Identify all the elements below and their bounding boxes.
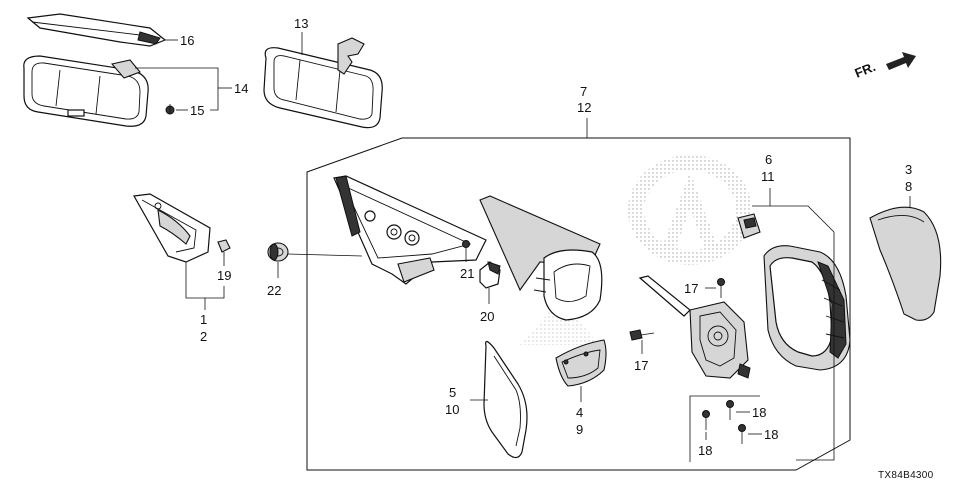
- callout-1: 1: [200, 312, 207, 327]
- callout-18-c: 18: [698, 443, 712, 458]
- callout-13: 13: [294, 16, 308, 31]
- front-direction-arrow: FR.: [853, 52, 916, 81]
- part-17-screw-left[interactable]: [629, 329, 655, 341]
- direction-label: FR.: [853, 59, 878, 81]
- part-5-mirror-glass[interactable]: [483, 340, 528, 459]
- part-17-screw-right[interactable]: [717, 278, 725, 299]
- callout-7: 7: [580, 84, 587, 99]
- callout-8: 8: [905, 179, 912, 194]
- callout-18-b: 18: [764, 427, 778, 442]
- callout-17-left: 17: [634, 358, 648, 373]
- mirror-actuator[interactable]: [638, 275, 751, 379]
- part-13-rearview-mirror[interactable]: [263, 37, 383, 129]
- callout-11: 11: [761, 169, 775, 184]
- part-15-screw[interactable]: [165, 104, 175, 115]
- callout-20: 20: [480, 309, 494, 324]
- callout-9: 9: [576, 422, 583, 437]
- watermark-logo: [520, 155, 752, 345]
- part-18-screws[interactable]: [702, 400, 746, 445]
- part-22-grommet[interactable]: [267, 242, 289, 262]
- callout-4: 4: [576, 405, 583, 420]
- callout-15: 15: [190, 103, 204, 118]
- callout-17-right: 17: [684, 281, 698, 296]
- part-16-sensor-cover[interactable]: [26, 13, 167, 47]
- callout-5: 5: [449, 385, 456, 400]
- callout-2: 2: [200, 329, 207, 344]
- mirror-base-mount[interactable]: [333, 175, 487, 285]
- callout-6: 6: [765, 152, 772, 167]
- part-6-lamp-connector[interactable]: [737, 213, 761, 239]
- part-20-clip[interactable]: [479, 261, 501, 289]
- callout-21: 21: [460, 266, 474, 281]
- diagram-code: TX84B4300: [878, 470, 934, 481]
- part-6-mirror-housing[interactable]: [763, 245, 851, 371]
- callout-19: 19: [217, 268, 231, 283]
- callout-12: 12: [577, 100, 591, 115]
- callout-14: 14: [234, 81, 248, 96]
- part-19-clip[interactable]: [217, 239, 231, 253]
- part-3-skull-cap[interactable]: [869, 206, 942, 321]
- part-4-turn-signal-bezel[interactable]: [555, 339, 607, 387]
- callout-18-a: 18: [752, 405, 766, 420]
- callout-3: 3: [905, 162, 912, 177]
- part-14-rearview-mirror[interactable]: [23, 55, 149, 127]
- part-21-screw[interactable]: [462, 240, 470, 263]
- assembly-outline: [306, 137, 851, 471]
- callout-10: 10: [445, 402, 459, 417]
- mirror-housing-base[interactable]: [479, 195, 603, 321]
- callout-22: 22: [267, 283, 281, 298]
- callout-16: 16: [180, 33, 194, 48]
- part-1-corner-garnish[interactable]: [133, 193, 211, 263]
